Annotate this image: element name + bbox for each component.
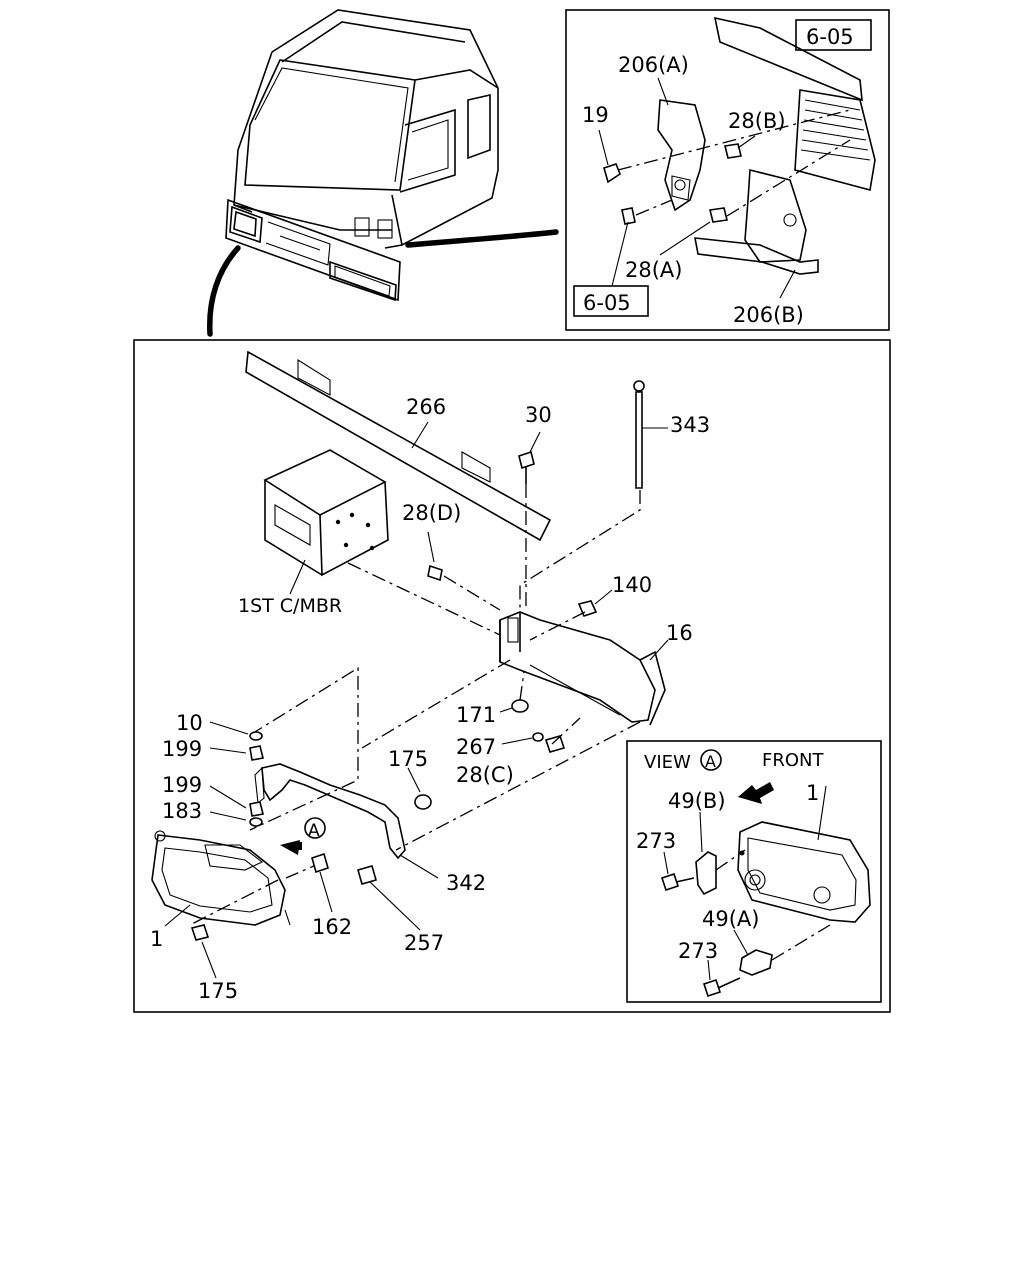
bolt-28c — [544, 735, 566, 753]
callout-175-lower: 175 — [198, 979, 238, 1003]
clip-171 — [511, 699, 529, 713]
callout-273-upper: 273 — [636, 829, 676, 853]
callout-28c: 28(C) — [456, 763, 514, 787]
front-label: FRONT — [762, 750, 824, 771]
support-bracket-16 — [499, 611, 656, 723]
callout-162: 162 — [312, 915, 352, 939]
callout-19: 19 — [582, 103, 609, 127]
ref-box-bottom — [573, 285, 649, 317]
nut-175-lower — [190, 924, 210, 941]
ref-6-05-top: 6-05 — [806, 25, 854, 49]
main-exploded-view: A 266 30 343 28(D) 140 16 1ST C/MBR 10 1… — [133, 339, 891, 1013]
callout-10: 10 — [176, 711, 203, 735]
view-a-inset: VIEW A FRONT 49(B) 1 273 49(A) — [626, 740, 882, 1003]
nut-19 — [603, 163, 621, 184]
callout-199-upper: 199 — [162, 737, 202, 761]
callout-28a: 28(A) — [625, 258, 682, 282]
bracket-49a — [739, 949, 773, 976]
ref-box-top — [795, 19, 872, 51]
bolt-273-lower — [702, 978, 722, 998]
bolt-162 — [311, 852, 329, 874]
truck-cab-illustration — [225, 9, 499, 302]
view-a-circle — [700, 749, 722, 771]
ref-6-05-bottom: 6-05 — [583, 291, 631, 315]
washer-10 — [249, 731, 263, 741]
fog-lamp-view-a — [737, 821, 871, 923]
callout-267: 267 — [456, 735, 496, 759]
detail-leader-down — [207, 245, 241, 337]
callout-183: 183 — [162, 799, 202, 823]
washer-267 — [532, 732, 544, 742]
bolt-257 — [357, 865, 377, 885]
bolt-30 — [518, 450, 535, 470]
detail-leader-right — [405, 229, 559, 248]
view-a-frame — [626, 740, 882, 1003]
stud-6-05 — [621, 207, 636, 225]
view-a-circle-letter: A — [705, 752, 716, 771]
cab-bracket-left — [354, 217, 370, 237]
callout-171: 171 — [456, 703, 496, 727]
callout-273-lower: 273 — [678, 939, 718, 963]
callout-199-lower: 199 — [162, 773, 202, 797]
callout-266: 266 — [406, 395, 446, 419]
nut-199-lower — [249, 801, 264, 817]
callout-16: 16 — [666, 621, 693, 645]
bracket-49b — [695, 851, 717, 896]
fog-lamp-1 — [151, 834, 286, 926]
front-arrow — [738, 782, 774, 804]
panel-266 — [245, 350, 552, 542]
first-cross-member — [263, 449, 387, 516]
cab-bracket-right — [377, 219, 393, 239]
callout-175-upper: 175 — [388, 747, 428, 771]
callout-257: 257 — [404, 931, 444, 955]
callout-342: 342 — [446, 871, 486, 895]
bolt-273-upper — [660, 872, 680, 892]
callout-1st-cross-member: 1ST C/MBR — [238, 595, 342, 617]
callout-140: 140 — [612, 573, 652, 597]
bolt-28b — [724, 143, 742, 159]
main-view-frame — [133, 339, 891, 1013]
nut-175-upper — [414, 794, 432, 810]
bracket-detail-box: 206(A) 19 28(B) 28(A) 206(B) 6-05 6-05 — [565, 9, 890, 331]
callout-206b: 206(B) — [733, 303, 804, 327]
callout-28b: 28(B) — [728, 109, 786, 133]
callout-206a: 206(A) — [618, 53, 689, 77]
washer-183 — [249, 817, 263, 827]
callout-1-view-a: 1 — [806, 781, 819, 805]
view-a-marker-letter: A — [308, 821, 320, 841]
rod-343 — [635, 391, 643, 489]
callout-49a: 49(A) — [702, 907, 759, 931]
view-a-marker-circle — [304, 817, 326, 839]
callout-30: 30 — [525, 403, 552, 427]
stud-28d — [427, 564, 443, 582]
callout-49b: 49(B) — [668, 789, 726, 813]
view-a-label: VIEW — [644, 752, 691, 773]
nut-199-upper — [249, 745, 264, 761]
bracket-detail-frame — [565, 9, 890, 331]
bolt-28a — [709, 207, 728, 223]
callout-1-main: 1 — [150, 927, 163, 951]
lamp-bracket-342 — [261, 763, 406, 860]
callout-343: 343 — [670, 413, 710, 437]
callout-28d: 28(D) — [402, 501, 461, 525]
